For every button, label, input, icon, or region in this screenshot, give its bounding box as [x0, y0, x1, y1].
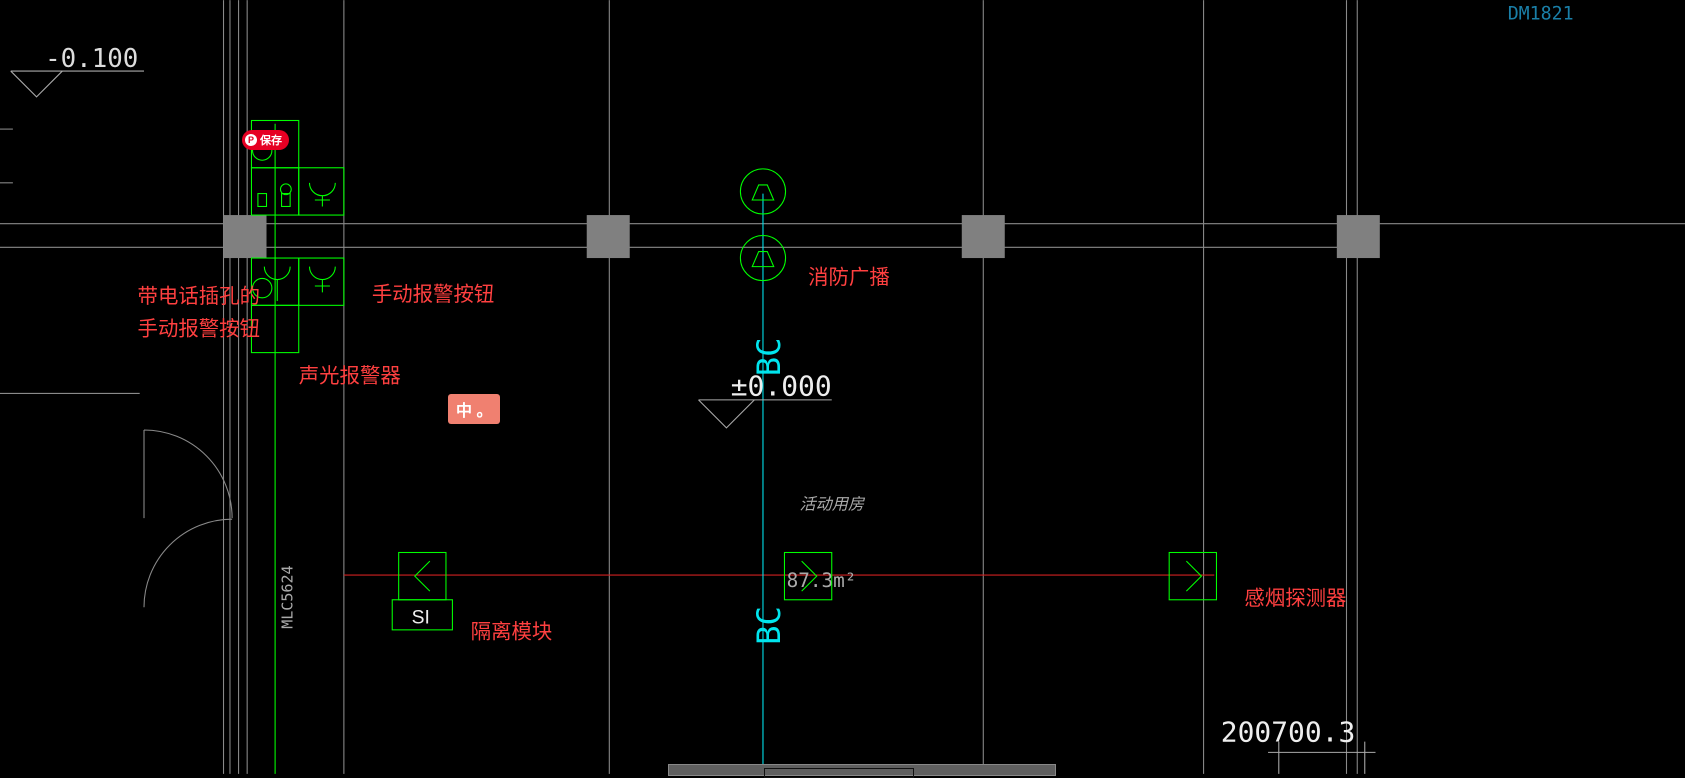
annotations: 带电话插孔的 手动报警按钮 手动报警按钮 声光报警器 消防广播 隔离模块 感烟探… [138, 265, 1347, 644]
coordinate: 200700.3 [1221, 716, 1356, 749]
dimension-ticks [1268, 741, 1376, 774]
columns [223, 215, 1380, 259]
elevation-marker-top [10, 70, 144, 98]
save-label: 保存 [260, 135, 282, 147]
label-manual-alarm: 手动报警按钮 [372, 282, 494, 306]
layer-code: DM1821 [1508, 3, 1574, 24]
smoke-detectors[interactable] [391, 551, 1218, 631]
label-phone-jack-2: 手动报警按钮 [138, 316, 260, 340]
door-label: MLC5624 [278, 565, 296, 628]
pinterest-icon: P [245, 134, 257, 146]
command-bar[interactable] [668, 764, 1056, 778]
label-fire-broadcast: 消防广播 [808, 265, 890, 289]
fire-speakers[interactable] [739, 168, 787, 282]
cable-label-bottom: BC [750, 606, 788, 645]
label-phone-jack-1: 带电话插孔的 [138, 284, 260, 308]
ime-indicator[interactable]: 中 。 [448, 394, 501, 424]
room-name: 活动用房 [800, 496, 866, 514]
manual-alarm-devices[interactable] [250, 119, 345, 354]
isolation-module-text: SI [412, 606, 430, 628]
label-isolation-module: 隔离模块 [471, 619, 553, 643]
cable-label-top: BC [750, 337, 788, 376]
label-smoke-detector: 感烟探测器 [1244, 586, 1346, 610]
label-sound-light: 声光报警器 [299, 364, 401, 388]
command-input[interactable] [764, 768, 914, 778]
room-area: 87.3m² [787, 569, 857, 592]
elevation-marker-mid [698, 399, 832, 429]
elevation-top: -0.100 [45, 44, 138, 74]
elevation-mid: ±0.000 [731, 370, 832, 403]
